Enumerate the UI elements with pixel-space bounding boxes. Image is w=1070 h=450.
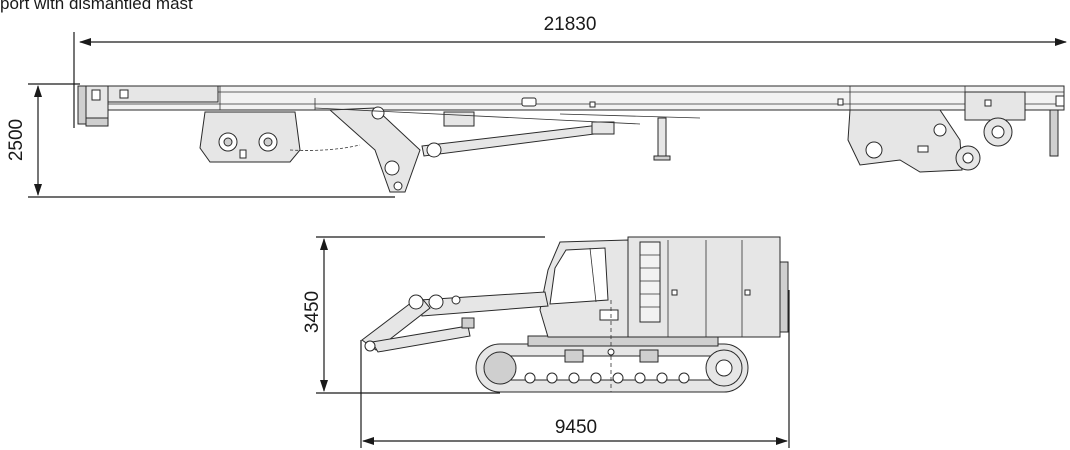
dimension-label-base-height: 3450: [302, 291, 323, 333]
dimension-label-length: 21830: [544, 14, 597, 35]
diagonal-strut: [421, 111, 615, 158]
pivot-bracket: [328, 106, 421, 193]
dimension-length-9450: 9450: [360, 290, 790, 448]
ladder: [639, 241, 661, 323]
dimension-label-height: 2500: [6, 119, 27, 161]
dimension-length-21830: 21830: [73, 14, 1067, 128]
mast-beam: [83, 85, 1065, 111]
dimension-label-base-length: 9450: [555, 417, 597, 438]
support-leg: [653, 117, 671, 161]
upper-structure: [627, 236, 789, 338]
track-rollers: [524, 372, 690, 384]
crawler-track: [475, 343, 749, 393]
mast-head-right: [847, 91, 1059, 173]
dimension-height-2500: 2500: [6, 83, 395, 198]
kinematic-arm: [361, 291, 549, 353]
winch-unit: [199, 111, 361, 163]
mast-transport-view: 21830 2500: [6, 14, 1067, 198]
page-title: port with dismantled mast: [0, 0, 193, 13]
operator-cab: [539, 239, 629, 338]
dimension-height-3450: 3450: [302, 236, 545, 394]
center-pin: [607, 348, 615, 356]
base-carrier-view: 3450 9450: [302, 236, 790, 448]
mast-head-left: [77, 85, 219, 127]
